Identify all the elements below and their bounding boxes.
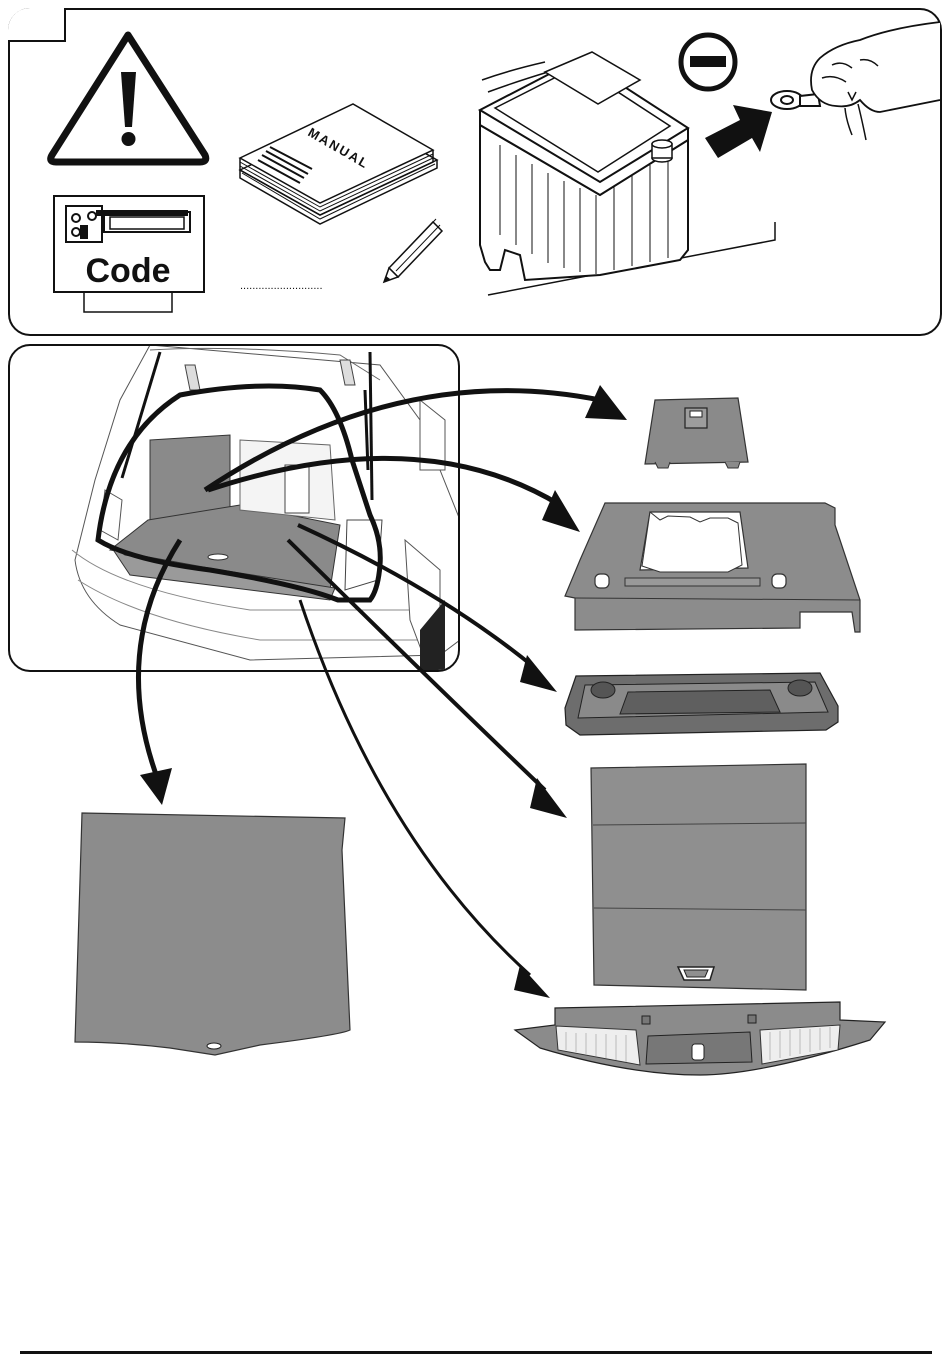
trunk-floor-mat — [75, 813, 350, 1055]
upper-cover-panel — [645, 398, 748, 468]
foam-tray — [565, 673, 838, 735]
note-line: ........................... — [240, 280, 323, 292]
hand-icon — [771, 22, 940, 140]
footer-rule — [20, 1351, 932, 1354]
minus-terminal-icon — [681, 35, 735, 89]
floor-frame-panel — [565, 503, 860, 632]
loading-sill-trim — [515, 1002, 885, 1075]
car-trunk-illustration — [72, 345, 460, 670]
battery-icon — [480, 52, 775, 295]
radio-code-icon: Code — [54, 196, 204, 312]
pencil-icon — [384, 219, 442, 282]
warning-icon — [51, 35, 206, 162]
manual-book-icon: MANUAL — [240, 104, 437, 224]
code-label: Code — [86, 252, 171, 290]
load-floor-board — [591, 764, 806, 990]
arrow-right-icon — [705, 105, 772, 158]
